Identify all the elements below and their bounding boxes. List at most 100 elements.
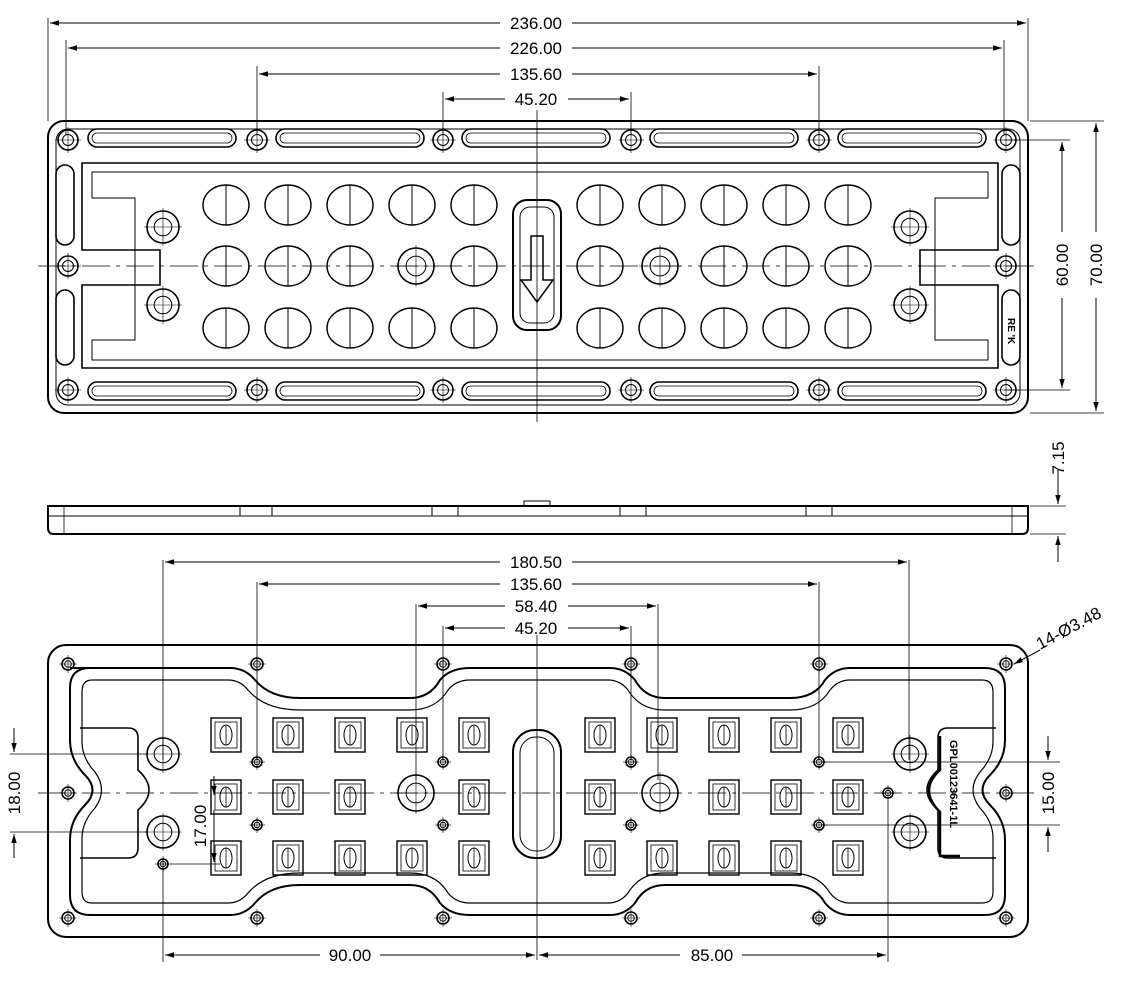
dim-hole-span: 226.00	[510, 39, 562, 58]
pad-inner	[214, 783, 238, 811]
bottom-slot-inner	[279, 385, 421, 397]
pad-array	[210, 717, 864, 876]
pad	[770, 717, 802, 753]
pad-inner	[650, 721, 674, 749]
pad	[708, 779, 740, 815]
pad	[334, 840, 366, 876]
pad	[458, 717, 490, 753]
hole-callout: 14-Ø3.48	[1033, 603, 1105, 653]
pad	[832, 779, 864, 815]
pad-inner	[338, 844, 362, 872]
top-marking: RE 'K	[1005, 318, 1016, 345]
top-dimensions: 236.00 226.00 135.60 45.20 60.00 70.00	[47, 14, 1106, 414]
pad-inner	[712, 844, 736, 872]
dim-left-run: 90.00	[329, 946, 372, 965]
pad	[210, 840, 242, 876]
top-slot	[837, 128, 987, 148]
pad	[396, 717, 428, 753]
dim-right-height: 15.00	[1039, 772, 1058, 815]
pad-inner	[588, 783, 612, 811]
top-view: RE 'K	[38, 110, 1038, 422]
dim-inner-width: 60.00	[1053, 244, 1072, 287]
top-slot	[649, 128, 799, 148]
bottom-slot-inner	[91, 385, 233, 397]
pad	[458, 779, 490, 815]
dim-overall-length: 236.00	[510, 14, 562, 33]
bottom-slot	[275, 381, 425, 401]
pad	[832, 840, 864, 876]
dim-pitch-outer: 135.60	[510, 65, 562, 84]
pad-inner	[276, 721, 300, 749]
bottom-slot	[461, 381, 611, 401]
dim-overall-width: 70.00	[1087, 244, 1106, 287]
top-slot	[87, 128, 237, 148]
pad-inner	[712, 721, 736, 749]
pad	[584, 717, 616, 753]
pad	[210, 779, 242, 815]
top-slot-inner	[465, 132, 607, 144]
pad-inner	[276, 844, 300, 872]
pad-inner	[836, 844, 860, 872]
pad-inner	[588, 844, 612, 872]
side-view: 7.15	[47, 441, 1068, 562]
dim-pitch-inner: 45.20	[515, 90, 558, 109]
top-slot	[275, 128, 425, 148]
pad-inner	[588, 721, 612, 749]
top-slots	[55, 128, 1021, 401]
pad-inner	[462, 844, 486, 872]
dim-left-offset: 17.00	[191, 805, 210, 848]
pad	[458, 840, 490, 876]
pad-inner	[338, 783, 362, 811]
part-code-marking: GPL00123641-1L	[947, 740, 959, 828]
pad-inner	[712, 783, 736, 811]
pad	[584, 779, 616, 815]
pad-inner	[214, 721, 238, 749]
pad	[770, 779, 802, 815]
top-slot-inner	[653, 132, 795, 144]
pad	[708, 717, 740, 753]
pad	[272, 840, 304, 876]
pad	[334, 717, 366, 753]
pad	[832, 717, 864, 753]
pad	[396, 840, 428, 876]
pad-inner	[400, 721, 424, 749]
top-slot-inner	[841, 132, 983, 144]
dim-span-c: 58.40	[515, 597, 558, 616]
pad	[708, 840, 740, 876]
pad-inner	[400, 844, 424, 872]
dim-span-b: 135.60	[510, 575, 562, 594]
pad-inner	[774, 783, 798, 811]
pad-inner	[650, 844, 674, 872]
pad-inner	[836, 721, 860, 749]
end-slot	[1001, 289, 1021, 366]
dim-span-d: 45.20	[515, 619, 558, 638]
pad	[770, 840, 802, 876]
pad	[334, 779, 366, 815]
bottom-slot	[837, 381, 987, 401]
bottom-view: GPL00123641-1L	[38, 635, 1040, 960]
pad	[584, 840, 616, 876]
dim-span-a: 180.50	[510, 553, 562, 572]
pad-inner	[774, 844, 798, 872]
pad	[272, 779, 304, 815]
pad	[646, 840, 678, 876]
pad-inner	[276, 783, 300, 811]
pad-inner	[462, 783, 486, 811]
top-slot	[461, 128, 611, 148]
top-slot-inner	[91, 132, 233, 144]
top-slot-inner	[279, 132, 421, 144]
pad	[272, 717, 304, 753]
bottom-slot	[649, 381, 799, 401]
dim-thickness: 7.15	[1049, 441, 1068, 474]
bottom-slot-inner	[465, 385, 607, 397]
dim-right-run: 85.00	[691, 946, 734, 965]
bottom-slot-inner	[841, 385, 983, 397]
end-slot	[55, 164, 75, 246]
pad-inner	[836, 783, 860, 811]
pad	[210, 717, 242, 753]
direction-arrow-icon	[519, 235, 555, 304]
bottom-slot	[87, 381, 237, 401]
pad-inner	[774, 721, 798, 749]
end-slot	[1001, 164, 1021, 246]
